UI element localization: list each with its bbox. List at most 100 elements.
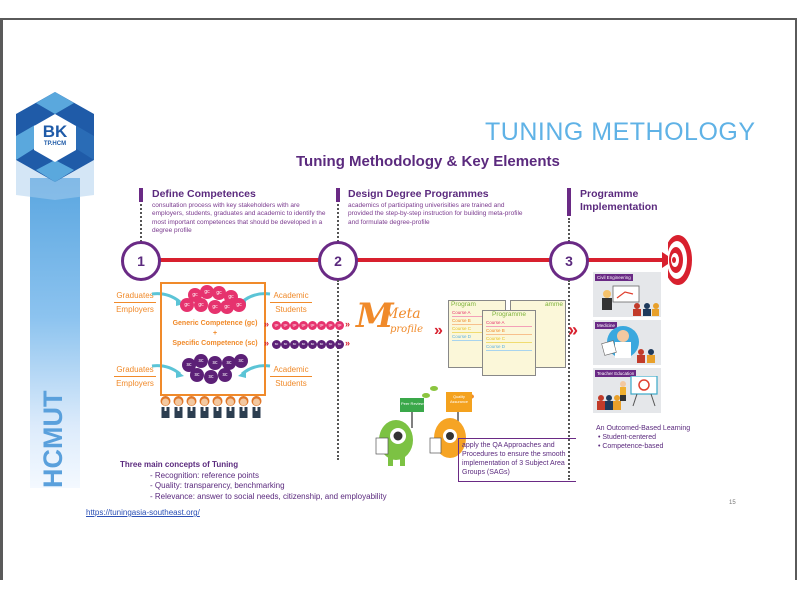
person-icon [199, 396, 210, 418]
panel-civil-engineering: Civil Engineering [593, 272, 661, 317]
step-3-marker [567, 188, 571, 216]
competence-box [160, 282, 266, 396]
chevron-gc-icon: » [264, 319, 270, 329]
gc-ball: gc [272, 321, 281, 330]
sc-ball: sc [299, 340, 308, 349]
logo-gradient-bar [30, 178, 80, 488]
arrow-in-bottom-right-icon [238, 364, 271, 378]
outcome-bullet: • Competence-based [596, 443, 664, 450]
logo-initials: BK [42, 122, 68, 141]
panel-teacher-education: Teacher Education [593, 368, 661, 413]
gc-ball: gc [281, 321, 290, 330]
sc-ball: sc [194, 354, 208, 368]
step-2-description: academics of participating univerisities… [348, 202, 523, 226]
step-3-connector [568, 218, 572, 242]
plus-sign: + [212, 330, 218, 337]
trail-dot [430, 386, 438, 391]
step-2-marker [336, 188, 340, 202]
person-icon [186, 396, 197, 418]
gc-ball: gc [326, 321, 335, 330]
peer-review-sign: Peer Review [401, 401, 424, 406]
logo-subtitle: TP.HCM [43, 141, 67, 147]
gc-ball: gc [308, 321, 317, 330]
timeline-segment-2 [356, 258, 556, 262]
arrow-in-bottom-left-icon [151, 364, 184, 378]
gc-ball: gc [220, 300, 234, 314]
step-2-heading: Design Degree Programmes [348, 188, 489, 200]
diagram-title: Tuning Methodology & Key Elements [296, 153, 560, 170]
chevron-implementation-icon: » [568, 320, 579, 340]
page-number: 15 [729, 500, 736, 506]
hcmut-vertical-label: HCMUT [38, 390, 68, 488]
bk-logo-icon [16, 92, 94, 200]
person-icon [238, 396, 249, 418]
sc-ball: sc [290, 340, 299, 349]
medicine-scene-icon [601, 326, 655, 363]
sc-ball: sc [335, 340, 344, 349]
gc-ball: gc [317, 321, 326, 330]
chevron-sc-end-icon: » [345, 338, 351, 348]
gc-ball: gc [212, 286, 226, 300]
tuning-asia-link[interactable]: https://tuningasia-southeast.org/ [86, 508, 200, 517]
qa-description: apply the QA Approaches and Procedures t… [458, 438, 576, 482]
chevron-meta-icon: » [434, 322, 443, 339]
step-3-circle: 3 [549, 241, 589, 281]
sc-ball: sc [208, 356, 222, 370]
chevron-gc-end-icon: » [345, 319, 351, 329]
trail-dot [422, 393, 430, 398]
gc-ball: gc [180, 298, 194, 312]
outcome-bullet: • Student-centered [596, 434, 657, 441]
step-1-heading: Define Competences [152, 188, 256, 200]
timeline-segment-1 [158, 258, 328, 262]
step-1-marker [139, 188, 143, 202]
meta-word: Meta [384, 306, 421, 322]
timeline-segment-3 [586, 258, 670, 262]
sc-ball: sc [326, 340, 335, 349]
profile-word: profile [390, 324, 423, 335]
programme-card-front: Programme Course A Course B Course C Cou… [482, 310, 536, 376]
generic-competence-label: Generic Competence (gc) [172, 320, 258, 327]
step-1-connector [140, 204, 144, 242]
concepts-block: Three main concepts of Tuning - Recognit… [120, 460, 387, 502]
sc-ball: sc [190, 368, 204, 382]
gc-ball: gc [299, 321, 308, 330]
quality-assurance-sign: Quality Assurance [450, 395, 468, 404]
step-1-description: consultation process with key stakeholde… [152, 202, 326, 234]
step-1-circle: 1 [121, 241, 161, 281]
gc-ball: gc [232, 298, 246, 312]
teacher-scene-icon [597, 376, 658, 410]
divider-dots-2 [337, 280, 341, 460]
outcome-title: An Outcomed-Based Learning [596, 425, 691, 432]
panel-medicine: Medicine [593, 320, 661, 365]
concept-item: - Quality: transparency, benchmarking [150, 481, 285, 490]
slide-frame [0, 18, 797, 580]
gc-ball: gc [200, 285, 214, 299]
sc-ball: sc [234, 354, 248, 368]
green-monster-icon [375, 398, 424, 466]
sc-ball: sc [272, 340, 281, 349]
gc-ball: gc [208, 300, 222, 314]
concept-item: - Recognition: reference points [150, 470, 259, 480]
person-icon [212, 396, 223, 418]
sc-ball: sc [281, 340, 290, 349]
gc-ball: gc [194, 298, 208, 312]
gc-ball: gc [290, 321, 299, 330]
gc-ball: gc [335, 321, 344, 330]
step-3-heading: Programme Implementation [580, 188, 658, 213]
target-icon [668, 235, 692, 285]
engineering-scene-icon [602, 285, 659, 316]
sc-ball: sc [204, 370, 218, 384]
sc-ball: sc [317, 340, 326, 349]
concepts-title: Three main concepts of Tuning [120, 460, 239, 469]
divider-dots-3 [568, 280, 572, 480]
concept-item: - Relevance: answer to social needs, cit… [150, 491, 387, 501]
step-2-circle: 2 [318, 241, 358, 281]
person-icon [160, 396, 171, 418]
chevron-sc-icon: » [264, 338, 270, 348]
sc-ball: sc [308, 340, 317, 349]
slide-title: TUNING METHOLOGY [485, 118, 756, 146]
step-2-connector [337, 204, 341, 242]
